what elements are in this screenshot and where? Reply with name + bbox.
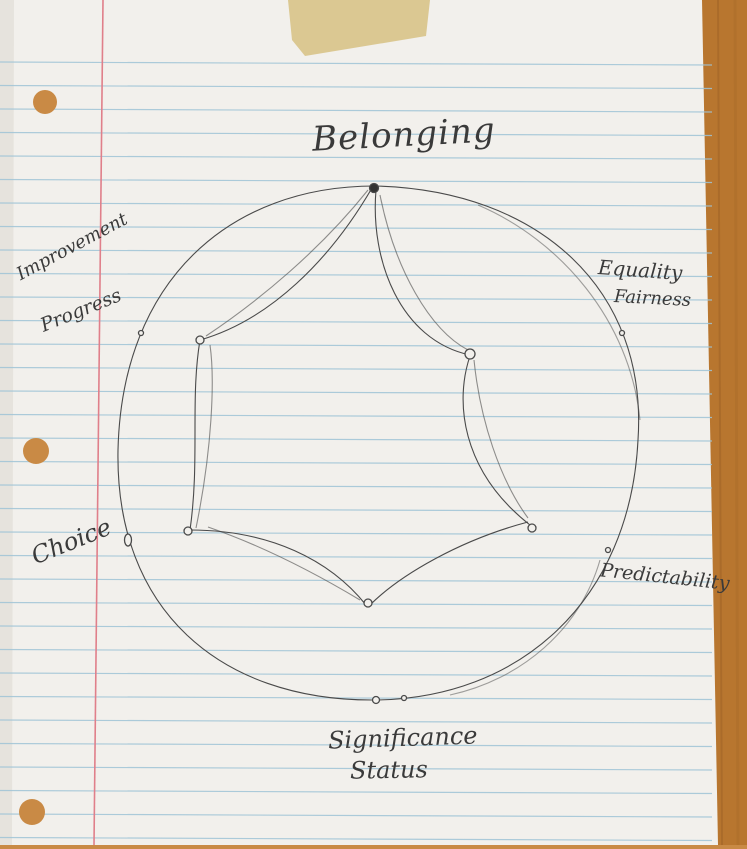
node-marker bbox=[184, 527, 192, 535]
node-marker bbox=[373, 697, 380, 704]
binder-hole bbox=[23, 438, 49, 464]
node-marker bbox=[528, 524, 536, 532]
label-belonging: Belonging bbox=[311, 113, 496, 157]
node-marker bbox=[370, 184, 379, 193]
node-marker bbox=[620, 331, 625, 336]
node-marker bbox=[196, 336, 204, 344]
binder-hole bbox=[33, 90, 57, 114]
node-marker bbox=[364, 599, 372, 607]
node-marker bbox=[125, 534, 132, 546]
binder-hole bbox=[19, 799, 45, 825]
label-status: Status bbox=[350, 757, 428, 782]
label-significance: Significance bbox=[328, 723, 478, 752]
node-marker bbox=[465, 349, 475, 359]
node-marker bbox=[139, 331, 144, 336]
node-marker bbox=[606, 548, 611, 553]
label-fairness: Fairness bbox=[614, 288, 692, 310]
label-equality: Equality bbox=[597, 257, 683, 283]
node-marker bbox=[402, 696, 407, 701]
